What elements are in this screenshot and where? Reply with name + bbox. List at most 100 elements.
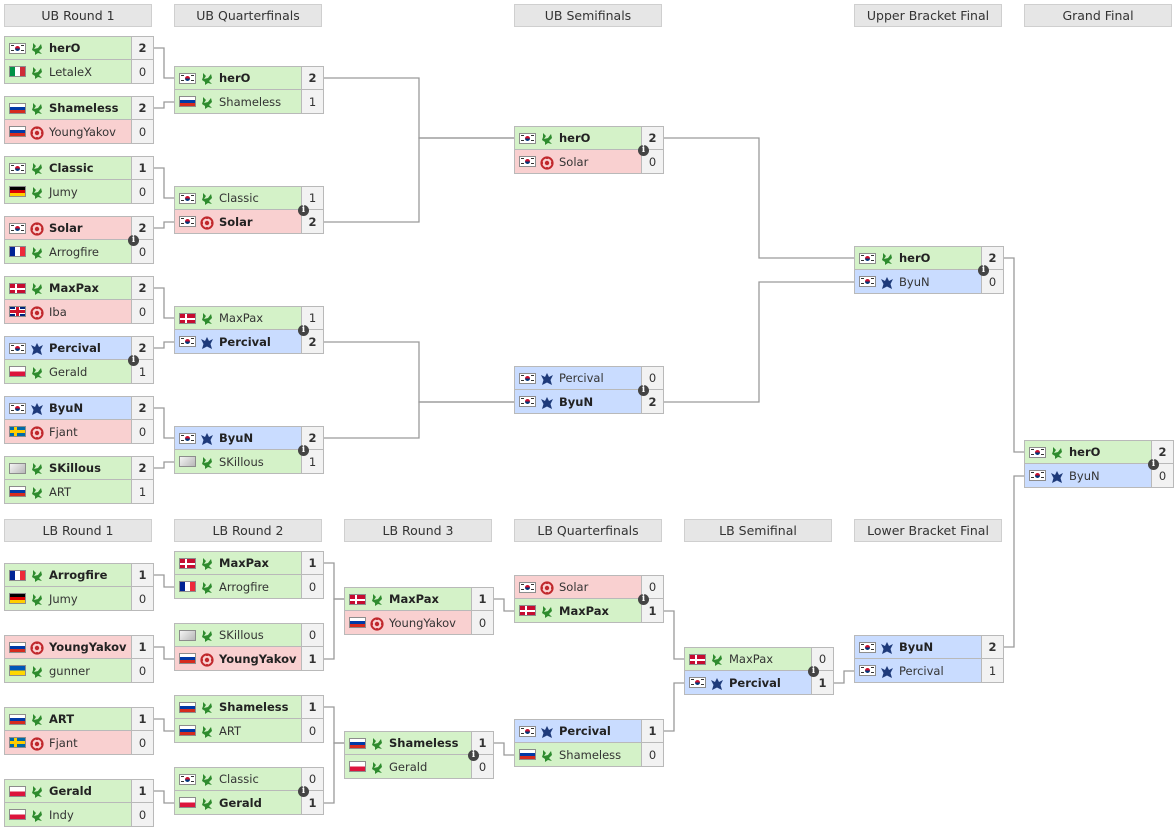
player-name[interactable]: Iba: [49, 304, 67, 319]
player-name[interactable]: herO: [49, 41, 81, 55]
player-name[interactable]: Gerald: [49, 784, 92, 798]
player-name[interactable]: herO: [899, 251, 931, 265]
player-name[interactable]: SKillous: [49, 461, 101, 475]
player-name[interactable]: Percival: [729, 675, 781, 690]
player-name[interactable]: ByuN: [219, 431, 254, 445]
player-name[interactable]: ByuN: [49, 401, 84, 415]
player-name[interactable]: gunner: [49, 663, 90, 678]
player-name[interactable]: YoungYakov: [49, 640, 127, 654]
player-name[interactable]: Fjant: [49, 735, 78, 750]
player-name[interactable]: Shameless: [559, 747, 622, 762]
player-name[interactable]: Gerald: [389, 759, 428, 774]
player-name[interactable]: YoungYakov: [389, 615, 456, 630]
match-info-icon[interactable]: i: [298, 205, 309, 216]
player-name[interactable]: MaxPax: [219, 311, 264, 325]
match-info-icon[interactable]: i: [978, 265, 989, 276]
player-name[interactable]: MaxPax: [389, 592, 439, 606]
player-name[interactable]: Arrogfire: [49, 568, 108, 582]
player-name[interactable]: Jumy: [49, 591, 78, 606]
player-name[interactable]: YoungYakov: [49, 124, 116, 139]
player-name[interactable]: Classic: [219, 191, 259, 205]
player-name[interactable]: Classic: [219, 772, 259, 786]
match-info-icon[interactable]: i: [1148, 459, 1159, 470]
player-name[interactable]: Shameless: [219, 94, 282, 109]
player-name[interactable]: ByuN: [899, 274, 930, 289]
player-name[interactable]: Indy: [49, 807, 74, 822]
match-info-icon[interactable]: i: [638, 145, 649, 156]
player-name[interactable]: Shameless: [219, 700, 289, 714]
player-name[interactable]: Arrogfire: [219, 579, 269, 594]
player-name[interactable]: Solar: [219, 214, 253, 229]
match-info-icon[interactable]: i: [808, 666, 819, 677]
player-name[interactable]: ART: [219, 723, 242, 738]
player-name[interactable]: Fjant: [49, 424, 78, 439]
player-name[interactable]: herO: [219, 71, 251, 85]
player-name[interactable]: LetaleX: [49, 64, 92, 79]
match-info-icon[interactable]: i: [468, 750, 479, 761]
player-name[interactable]: Percival: [559, 371, 604, 385]
player-name[interactable]: ART: [49, 712, 75, 726]
match-info-icon[interactable]: i: [298, 445, 309, 456]
player-name[interactable]: SKillous: [219, 454, 264, 469]
player-name[interactable]: SKillous: [219, 628, 264, 642]
player-name[interactable]: Solar: [559, 154, 589, 169]
player-name[interactable]: MaxPax: [729, 652, 774, 666]
player-name[interactable]: ByuN: [899, 640, 934, 654]
player-name[interactable]: ByuN: [1069, 468, 1100, 483]
match-info-icon[interactable]: i: [638, 594, 649, 605]
player-name[interactable]: Solar: [559, 580, 589, 594]
player-name[interactable]: Percival: [559, 724, 611, 738]
player-name[interactable]: Arrogfire: [49, 244, 99, 259]
player-name[interactable]: Solar: [49, 221, 83, 235]
match-info-icon[interactable]: i: [128, 355, 139, 366]
player-name[interactable]: herO: [559, 131, 591, 145]
player-name[interactable]: herO: [1069, 445, 1101, 459]
player-name[interactable]: Percival: [49, 341, 101, 355]
player-name[interactable]: MaxPax: [559, 603, 609, 618]
player-name[interactable]: Shameless: [49, 101, 119, 115]
match-info-icon[interactable]: i: [128, 235, 139, 246]
player-name[interactable]: YoungYakov: [219, 651, 297, 666]
match-info-icon[interactable]: i: [298, 325, 309, 336]
player-name[interactable]: Gerald: [49, 364, 88, 379]
player-name[interactable]: Classic: [49, 161, 94, 175]
player-name[interactable]: Percival: [899, 663, 944, 678]
player-name[interactable]: Jumy: [49, 184, 78, 199]
player-name[interactable]: ByuN: [559, 394, 594, 409]
player-name[interactable]: MaxPax: [49, 281, 99, 295]
match-info-icon[interactable]: i: [298, 786, 309, 797]
player-name[interactable]: ART: [49, 484, 72, 499]
